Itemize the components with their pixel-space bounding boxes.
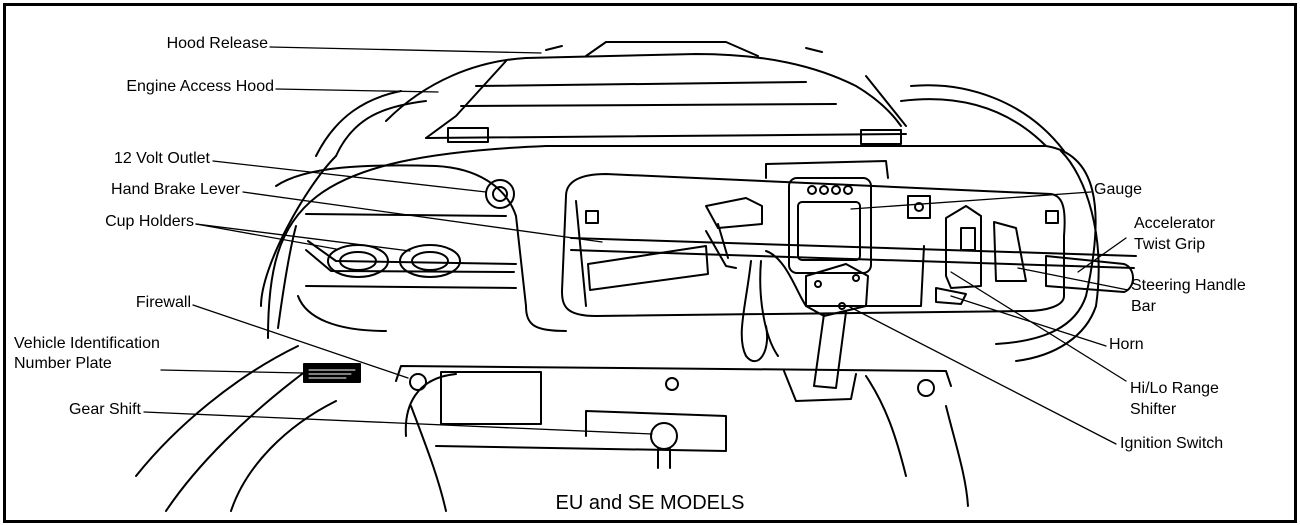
diagram-caption: EU and SE MODELS <box>555 492 745 514</box>
gauge-pod-drawing <box>585 160 1059 274</box>
outer-body-lines <box>135 150 1100 512</box>
label-horn: Horn <box>1109 336 1144 353</box>
label-vin-plate-line2: Number Plate <box>14 355 112 372</box>
leader-12-volt-outlet <box>212 160 487 193</box>
label-vin-plate-line1: Vehicle Identification <box>14 335 160 352</box>
leader-accelerator <box>1077 237 1127 273</box>
leader-gauge <box>850 191 1092 210</box>
label-12-volt-outlet: 12 Volt Outlet <box>113 150 210 167</box>
label-accelerator-line2: Twist Grip <box>1134 236 1206 253</box>
leader-steering-handle-bar <box>1017 267 1129 291</box>
leader-hand-brake-lever <box>242 191 603 243</box>
label-cup-holders: Cup Holders <box>105 213 194 230</box>
label-hi-lo-range-line2: Shifter <box>1130 401 1177 418</box>
label-engine-access-hood: Engine Access Hood <box>126 78 274 95</box>
leader-ignition-switch <box>847 305 1117 445</box>
leader-vin-plate <box>160 369 304 374</box>
vehicle-dashboard-illustration <box>135 41 1137 512</box>
leader-gear-shift <box>143 411 653 435</box>
label-steering-line1: Steering Handle <box>1131 277 1246 294</box>
label-hi-lo-range-line1: Hi/Lo Range <box>1130 380 1219 397</box>
leader-engine-access-hood <box>275 88 439 93</box>
diagram-frame: Hood Release Engine Access Hood 12 Volt … <box>3 3 1297 523</box>
label-accelerator-line1: Accelerator <box>1134 215 1215 232</box>
label-gear-shift: Gear Shift <box>68 401 141 418</box>
label-gauge: Gauge <box>1094 181 1143 198</box>
leader-cup-holders-1 <box>195 223 337 250</box>
engine-hood-drawing <box>385 41 907 145</box>
body-fenders-drawing <box>315 84 1065 157</box>
label-hand-brake-lever: Hand Brake Lever <box>111 181 240 198</box>
leader-cup-holders-2 <box>195 223 411 252</box>
vin-plate-drawing <box>303 363 361 383</box>
leader-firewall <box>192 304 409 379</box>
label-steering-line2: Bar <box>1131 298 1156 315</box>
leader-hi-lo-range <box>950 271 1127 382</box>
firewall-floor-drawing <box>395 365 969 507</box>
dashboard-panel-drawing <box>267 145 1097 345</box>
leader-hood-release <box>269 46 542 54</box>
handlebar-drawing <box>570 197 1137 307</box>
label-ignition-switch: Ignition Switch <box>1120 435 1224 452</box>
leader-lines <box>143 46 1129 445</box>
label-hood-release: Hood Release <box>166 35 268 52</box>
label-firewall: Firewall <box>135 294 191 311</box>
steering-column-drawing <box>740 260 869 402</box>
